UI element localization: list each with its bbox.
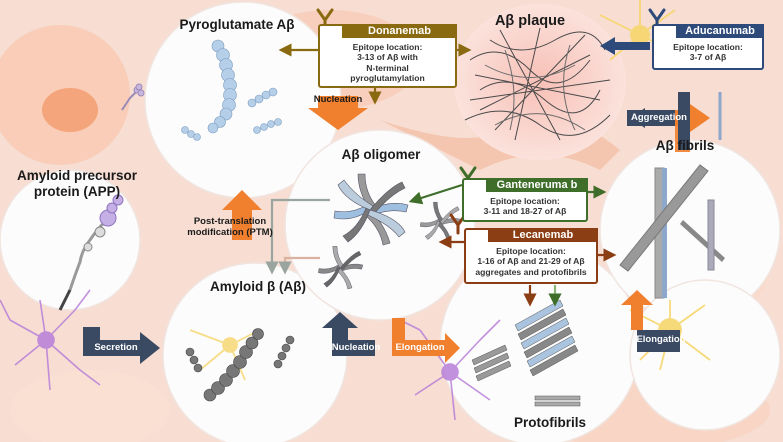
pyroglutamate-molecule (121, 83, 145, 111)
elongation-right-arrow-navy (637, 330, 680, 352)
aggregation-label: Aggregation (631, 112, 687, 123)
pyroglutamate-label: Pyroglutamate Aβ (179, 17, 295, 32)
nucleation-top-arrow (308, 96, 368, 130)
aducanumab-line1: Epitope location: (673, 42, 743, 52)
oligomer-rosette-small1 (419, 201, 462, 242)
thin-connectors (265, 43, 722, 307)
aducanumab-pointer (600, 37, 650, 55)
donanemab-epitope: Epitope location: 3-13 of Aβ with N-term… (320, 42, 455, 84)
elongation-right-label: Elongation (636, 334, 686, 345)
oligomer-label: Aβ oligomer (341, 147, 421, 162)
aggregation-arrow-navy (678, 92, 690, 150)
ptm-label-line2: modification (PTM) (187, 227, 273, 239)
amyloid-beta-label: Amyloid β (Aβ) (210, 279, 306, 294)
ptm-label-line1: Post-translation (193, 216, 267, 227)
gantenerumab-line2: 3-11 and 18-27 of Aβ (483, 206, 567, 217)
aducanumab-box: Aducanumab Epitope location: 3-7 of Aβ (652, 24, 764, 70)
elongation-mid-arrow-top (392, 318, 460, 363)
neuron-yellow-amyloid-icon (189, 329, 261, 381)
gantenerumab-line1: Epitope location: (490, 196, 560, 206)
aducanumab-epitope: Epitope location: 3-7 of Aβ (654, 42, 762, 63)
ptm-label: Post-translation modification (PTM) (174, 216, 286, 239)
gantenerumab-epitope: Epitope location: 3-11 and 18-27 of Aβ (464, 196, 586, 217)
secretion-label: Secretion (94, 342, 138, 353)
amyloid-beta-cluster (185, 328, 295, 402)
app-label-line2: protein (APP) (33, 183, 121, 199)
protofibrils-label: Protofibrils (513, 415, 586, 430)
lecanemab-line2: 1-16 of Aβ and 21-29 of Aβ (477, 256, 585, 267)
app-protein (58, 194, 124, 311)
pyroglutamate-chain (181, 39, 282, 141)
secretion-arrow (83, 327, 160, 364)
donanemab-name: Donanemab (342, 24, 457, 38)
oligomer-rosette-large (333, 173, 409, 246)
elongation-mid-label: Elongation (395, 342, 445, 353)
nucleation-bottom-label: Nucleation (331, 342, 381, 353)
lecanemab-name: Lecanemab (488, 228, 598, 242)
aducanumab-name: Aducanumab (676, 24, 764, 38)
nucleation-top-label: Nucleation (313, 94, 363, 105)
gantenerumab-name: Ganteneruma b (486, 178, 588, 192)
donanemab-line3: N-terminal (366, 62, 409, 73)
app-label-line1: Amyloid precursor (16, 168, 138, 183)
neuron-purple-right-icon (399, 319, 501, 421)
arrows-navy (83, 92, 690, 364)
neuron-purple-left-icon (0, 289, 101, 391)
lecanemab-line3: aggregates and protofibrils (475, 266, 587, 277)
donanemab-line1: Epitope location: (352, 42, 423, 52)
oligomer-rosette-small2 (318, 246, 364, 290)
donanemab-box: Donanemab Epitope location: 3-13 of Aβ w… (318, 24, 457, 88)
lecanemab-box: Lecanemab Epitope location: 1-16 of Aβ a… (464, 228, 598, 284)
protofibril-stacks (471, 299, 581, 407)
app-label: Amyloid precursor protein (APP) (2, 168, 152, 199)
donanemab-line4: pyroglutamylation (350, 73, 425, 84)
donanemab-line2: 3-13 of Aβ with (357, 52, 418, 63)
fibrils-label: Aβ fibrils (655, 138, 715, 153)
fibril-rods (619, 164, 725, 299)
plaque-fibers (464, 27, 611, 141)
plaque-label: Aβ plaque (494, 13, 566, 29)
lecanemab-epitope: Epitope location: 1-16 of Aβ and 21-29 o… (466, 246, 596, 277)
elongation-right-arrow-orange (621, 290, 653, 330)
lecanemab-line1: Epitope location: (496, 246, 566, 256)
aducanumab-line2: 3-7 of Aβ (689, 52, 727, 63)
ptm-arrow (222, 190, 262, 240)
gantenerumab-box: Ganteneruma b Epitope location: 3-11 and… (462, 178, 588, 222)
